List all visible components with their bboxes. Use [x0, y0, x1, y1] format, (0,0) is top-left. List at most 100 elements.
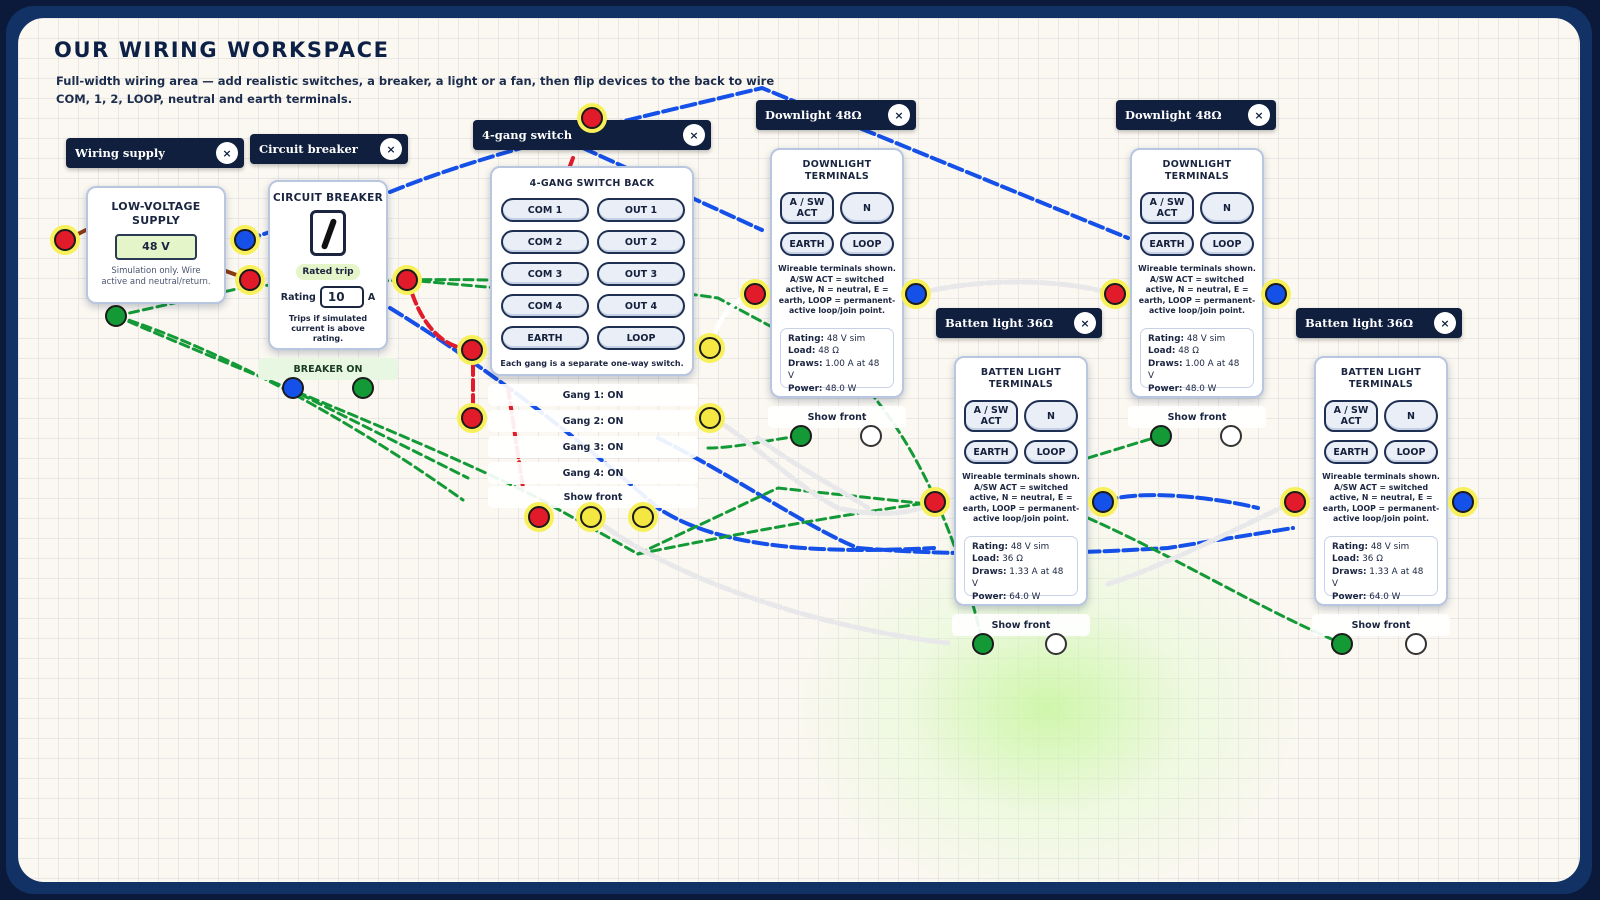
switch-card[interactable]: 4-GANG SWITCH BACK COM 1 OUT 1 COM 2 OUT… [490, 166, 694, 376]
wire-neutral-batten[interactable] [656, 436, 1295, 556]
breaker-card[interactable]: CIRCUIT BREAKER Rated trip Rating 10 A T… [268, 180, 388, 350]
batten-1-earth-node[interactable] [972, 633, 994, 655]
breaker-in-node[interactable] [239, 269, 261, 291]
gang-1-status[interactable]: Gang 1: ON [488, 384, 698, 406]
rating-input[interactable]: 10 [319, 286, 364, 308]
downlight-card-2[interactable]: DOWNLIGHT TERMINALS A / SW ACT N EARTH L… [1130, 148, 1264, 398]
batten-1-loop-node[interactable] [1045, 633, 1067, 655]
tag-downlight-2[interactable]: Downlight 48Ω × [1116, 100, 1276, 130]
wire-loop-3[interactable] [588, 513, 951, 646]
switch-show-front[interactable]: Show front [488, 486, 698, 508]
wire-active-1[interactable] [406, 278, 475, 352]
breaker-out-node[interactable] [396, 269, 418, 291]
downlight-2-loop-node[interactable] [1220, 425, 1242, 447]
terminal-loop[interactable]: LOOP [597, 326, 685, 350]
terminal-earth[interactable]: EARTH [501, 326, 589, 350]
wire-earth-9[interactable] [636, 500, 936, 556]
wiring-workspace[interactable]: OUR WIRING WORKSPACE Full-width wiring a… [18, 18, 1580, 882]
tag-downlight-1[interactable]: Downlight 48Ω × [756, 100, 916, 130]
supply-earth-node[interactable] [105, 305, 127, 327]
gang-3-status[interactable]: Gang 3: ON [488, 436, 698, 458]
batten-2-earth-node[interactable] [1331, 633, 1353, 655]
downlight-1-loop-node[interactable] [860, 425, 882, 447]
wire-earth-5[interactable] [286, 386, 470, 480]
close-icon[interactable]: × [216, 142, 238, 164]
close-icon[interactable]: × [1074, 312, 1096, 334]
downlight-1-act-node[interactable] [744, 283, 766, 305]
terminal-out3[interactable]: OUT 3 [597, 262, 685, 286]
terminal-neutral[interactable]: N [1200, 192, 1254, 224]
terminal-neutral[interactable]: N [1024, 400, 1078, 432]
wire-loop-6[interactable] [755, 435, 871, 511]
wire-loop-4[interactable] [913, 279, 1117, 297]
switch-com-node-2[interactable] [461, 407, 483, 429]
breaker-earth-node[interactable] [352, 377, 374, 399]
terminal-act[interactable]: A / SW ACT [964, 400, 1018, 432]
switch-top-node[interactable] [581, 107, 603, 129]
wire-neutral-b2[interactable] [1101, 493, 1260, 510]
downlight-2-act-node[interactable] [1104, 283, 1126, 305]
batten-2-show-front[interactable]: Show front [1312, 614, 1450, 636]
switch-bottom-node-2[interactable] [580, 506, 602, 528]
downlight-1-neutral-node[interactable] [905, 283, 927, 305]
batten-2-loop-node[interactable] [1405, 633, 1427, 655]
switch-bottom-node-1[interactable] [528, 506, 550, 528]
batten-1-show-front[interactable]: Show front [952, 614, 1090, 636]
close-icon[interactable]: × [380, 138, 402, 160]
tag-wiring-supply[interactable]: Wiring supply s × [66, 138, 244, 168]
batten-1-act-node[interactable] [924, 491, 946, 513]
breaker-neutral-out-node[interactable] [282, 377, 304, 399]
terminal-earth[interactable]: EARTH [1324, 440, 1378, 464]
wire-earth-8[interactable] [1086, 516, 1345, 646]
switch-out-node-2[interactable] [699, 407, 721, 429]
downlight-2-earth-node[interactable] [1150, 425, 1172, 447]
voltage-display[interactable]: 48 V [115, 234, 197, 260]
close-icon[interactable]: × [683, 124, 705, 146]
terminal-com1[interactable]: COM 1 [501, 198, 589, 222]
supply-card[interactable]: LOW-VOLTAGE SUPPLY 48 V Simulation only.… [86, 186, 226, 304]
close-icon[interactable]: × [888, 104, 910, 126]
terminal-loop[interactable]: LOOP [840, 232, 894, 256]
terminal-earth[interactable]: EARTH [964, 440, 1018, 464]
wire-loop-5[interactable] [1105, 499, 1296, 587]
terminal-out4[interactable]: OUT 4 [597, 294, 685, 318]
downlight-1-show-front[interactable]: Show front [768, 406, 906, 428]
batten-card-1[interactable]: BATTEN LIGHT TERMINALS A / SW ACT N EART… [954, 356, 1088, 606]
gang-2-status[interactable]: Gang 2: ON [488, 410, 698, 432]
downlight-1-earth-node[interactable] [790, 425, 812, 447]
terminal-loop[interactable]: LOOP [1024, 440, 1078, 464]
terminal-act[interactable]: A / SW ACT [780, 192, 834, 224]
tag-batten-1[interactable]: Batten light 36Ω × [936, 308, 1102, 338]
switch-out-node-1[interactable] [699, 337, 721, 359]
batten-1-neutral-node[interactable] [1092, 491, 1114, 513]
tag-batten-2[interactable]: Batten light 36Ω × [1296, 308, 1462, 338]
terminal-com3[interactable]: COM 3 [501, 262, 589, 286]
batten-2-neutral-node[interactable] [1452, 491, 1474, 513]
terminal-com4[interactable]: COM 4 [501, 294, 589, 318]
close-icon[interactable]: × [1248, 104, 1270, 126]
breaker-neutral-node[interactable] [234, 229, 256, 251]
terminal-out1[interactable]: OUT 1 [597, 198, 685, 222]
wire-earth-7[interactable] [1086, 434, 1162, 460]
terminal-com2[interactable]: COM 2 [501, 230, 589, 254]
downlight-2-show-front[interactable]: Show front [1128, 406, 1266, 428]
terminal-earth[interactable]: EARTH [1140, 232, 1194, 256]
switch-com-node[interactable] [461, 339, 483, 361]
terminal-out2[interactable]: OUT 2 [597, 230, 685, 254]
gang-4-status[interactable]: Gang 4: ON [488, 462, 698, 484]
downlight-2-neutral-node[interactable] [1265, 283, 1287, 305]
batten-card-2[interactable]: BATTEN LIGHT TERMINALS A / SW ACT N EART… [1314, 356, 1448, 606]
terminal-loop[interactable]: LOOP [1384, 440, 1438, 464]
switch-bottom-node-3[interactable] [632, 506, 654, 528]
terminal-act[interactable]: A / SW ACT [1140, 192, 1194, 224]
terminal-neutral[interactable]: N [840, 192, 894, 224]
breaker-status[interactable]: BREAKER ON [258, 358, 398, 380]
close-icon[interactable]: × [1434, 312, 1456, 334]
terminal-earth[interactable]: EARTH [780, 232, 834, 256]
terminal-neutral[interactable]: N [1384, 400, 1438, 432]
terminal-loop[interactable]: LOOP [1200, 232, 1254, 256]
wire-loop-2[interactable] [707, 413, 937, 516]
terminal-act[interactable]: A / SW ACT [1324, 400, 1378, 432]
breaker-toggle[interactable] [310, 210, 346, 256]
tag-circuit-breaker[interactable]: Circuit breaker × [250, 134, 408, 164]
